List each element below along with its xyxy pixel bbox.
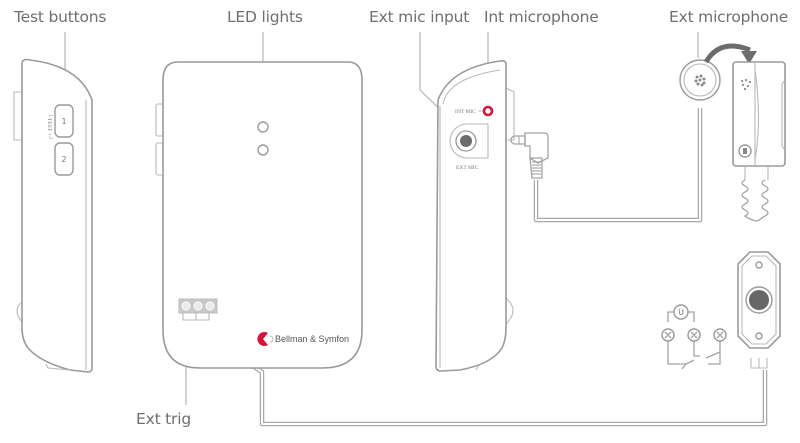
doorbell-connector: [750, 358, 768, 369]
terminal-screw-3: [205, 301, 215, 311]
int-mic-label: INT MIC: [455, 109, 476, 115]
jack-plug[interactable]: [510, 132, 549, 179]
led-light-2: [257, 144, 269, 156]
top-screw-icon: [755, 261, 763, 269]
mic-side-bumper-top: [505, 87, 515, 141]
brand-name: Bellman & Symfon: [275, 334, 349, 344]
brand-sound-icon: [269, 335, 274, 343]
side-device-body: [21, 58, 93, 373]
coiled-cord: [741, 166, 769, 222]
terminal-screw-2: [193, 301, 203, 311]
side-view-device: 1 2 └TEST ♀┘: [13, 58, 93, 373]
terminal-screw-1: [181, 301, 191, 311]
bottom-screw-icon: [755, 332, 763, 340]
test-button-1-label: 1: [61, 117, 66, 126]
mic-side-bumper-bottom: [505, 297, 514, 325]
ext-mic-label: EXT MIC: [456, 165, 479, 171]
label-ext-trig: Ext trig: [136, 410, 191, 428]
label-test-buttons: Test buttons: [14, 8, 107, 26]
meter-symbol: [673, 304, 689, 320]
ext-trig-terminal-block[interactable]: [178, 298, 218, 321]
label-ext-microphone: Ext microphone: [669, 8, 789, 26]
label-led-lights: LED lights: [227, 8, 303, 26]
ext-mic-jack-housing: [449, 123, 489, 159]
mic-device-foot: [475, 365, 479, 371]
int-microphone: [482, 105, 494, 117]
speaker-icon: [740, 78, 752, 91]
test-vertical-label: └TEST ♀┘: [46, 114, 53, 140]
door-phone-handset: [732, 61, 786, 167]
front-device-body: [162, 61, 363, 369]
side-bumper-top: [13, 91, 22, 141]
brand-mark-icon: [257, 332, 268, 347]
label-ext-mic-input: Ext mic input: [369, 8, 470, 26]
test-button-2-label: 2: [61, 155, 66, 164]
mic-device-inner-edge: [439, 69, 501, 368]
test-button-2[interactable]: [54, 142, 74, 176]
front-view-device: Bellman & Symfon: [155, 61, 363, 369]
side-bumper-bottom: [16, 301, 23, 323]
mic-grille-icon: [694, 74, 706, 87]
bell-push[interactable]: [749, 290, 769, 310]
ext-mic-cable-inner: [535, 108, 701, 221]
label-int-microphone: Int microphone: [484, 8, 599, 26]
place-mic-arrow-icon: [703, 43, 757, 64]
mic-side-device: INT MIC EXT MIC: [435, 60, 515, 372]
doorbell-push-button: [737, 251, 781, 369]
circuit-schematic: U: [661, 304, 727, 370]
ext-microphone-puck: [679, 59, 721, 101]
mic-device-body: [435, 60, 507, 372]
ext-mic-jack-hole: [460, 135, 472, 147]
meter-symbol-label: U: [678, 308, 684, 317]
ext-mic-cable: [533, 108, 703, 223]
side-device-foot: [45, 363, 71, 371]
led-light-1: [257, 121, 269, 133]
brand-logo: Bellman & Symfon: [257, 332, 349, 347]
test-button-1[interactable]: [54, 104, 74, 138]
